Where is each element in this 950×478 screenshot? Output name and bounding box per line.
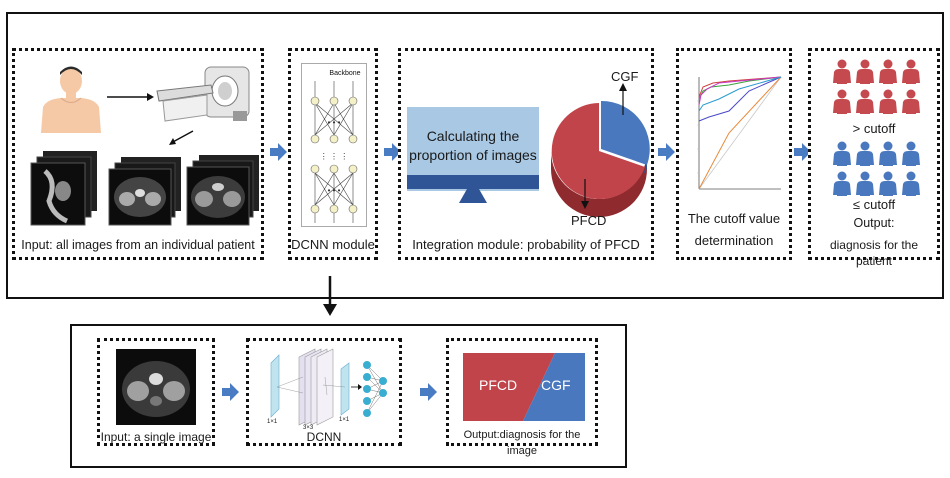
mri-scanner-icon [156,66,250,122]
pfcd-cgf-pie-chart [551,83,650,217]
output-caption-line-2: diagnosis for the patient [829,238,919,268]
arrow-to-scanner [107,93,154,101]
below-cutoff-label: ≤ cutoff [852,197,896,212]
output-caption-line-1: Output: [853,216,895,230]
input-single-image-box: Input: a single image [97,338,215,446]
roc-curve-plot [689,71,785,197]
mri-axial-stack-2 [186,155,259,226]
input-patient-box: Input: all images from an individual pat… [12,48,264,260]
pie-label-cgf: CGF [611,69,639,84]
flow-arrow-6 [420,383,437,401]
flow-arrow-3 [658,143,675,161]
pie-slice-cgf [601,100,650,165]
monitor-stand [459,189,487,203]
single-mri-image [116,349,196,425]
integration-caption: Integration module: probability of PFCD [412,237,640,252]
pie-slice-pfcd [551,103,645,199]
input-patient-caption: Input: all images from an individual pat… [21,238,255,252]
dcnn-layers-diagram [270,348,387,426]
dcnn-box: 1×1 3×3 1×1 DCNN [246,338,402,446]
diagnosis-pfcd-label: PFCD [479,377,518,393]
svg-text:⋮ ⋮ ⋮: ⋮ ⋮ ⋮ [320,152,348,161]
input-single-caption: Input: a single image [100,430,212,444]
patient-figure [41,66,101,133]
output-image-caption: Output:diagnosis for the image [463,429,581,457]
flow-arrow-2 [384,143,401,161]
output-image-box: PFCD CGF Output:diagnosis for the image [446,338,598,457]
integration-module-box: Calculating the proportion of images CGF… [398,48,654,260]
monitor-text: Calculating the proportion of images [407,127,539,165]
bottom-pipeline-panel [70,324,627,468]
flow-arrow-5 [222,383,239,401]
layer-label-2: 3×3 [303,425,314,431]
dcnn-module-caption: DCNN module [291,237,375,252]
mri-sagittal-stack [30,151,97,226]
monitor-bezel [407,175,539,189]
svg-text:• • •: • • • [328,186,341,195]
svg-text:• • •: • • • [328,118,341,127]
down-arrow [323,276,337,316]
diagnosis-split-panel [463,353,585,421]
output-patient-box: > cutoff ≤ cutoff Output: diagnosis for … [808,48,940,268]
people-above-cutoff-icon [833,59,920,114]
cutoff-caption-line-2: determination [694,233,774,248]
cutoff-caption-line-1: The cutoff value [687,211,781,226]
above-cutoff-label: > cutoff [852,121,896,136]
monitor-text-line-2: proportion of images [409,147,537,163]
people-below-cutoff-icon [833,141,920,196]
arrow-to-slices [169,130,194,145]
flow-arrow-4 [794,143,811,161]
pie-label-pfcd: PFCD [571,213,607,228]
dcnn-module-box: Backbone • • • ⋮ ⋮ ⋮ • • • DCNN module [288,48,378,260]
cutoff-box: The cutoff value determination [676,48,792,260]
backbone-label: Backbone [329,70,360,77]
layer-label-1: 1×1 [267,419,278,425]
mri-axial-stack-1 [108,157,181,226]
top-pipeline-panel [6,12,944,299]
monitor-text-line-1: Calculating the [426,128,520,144]
flow-arrow-1 [270,143,287,161]
diagnosis-cgf-label: CGF [541,377,571,393]
layer-label-3: 1×1 [339,417,350,423]
dcnn-backbone-diagram: Backbone • • • ⋮ ⋮ ⋮ • • • [301,63,367,227]
dcnn-caption: DCNN [306,430,342,444]
